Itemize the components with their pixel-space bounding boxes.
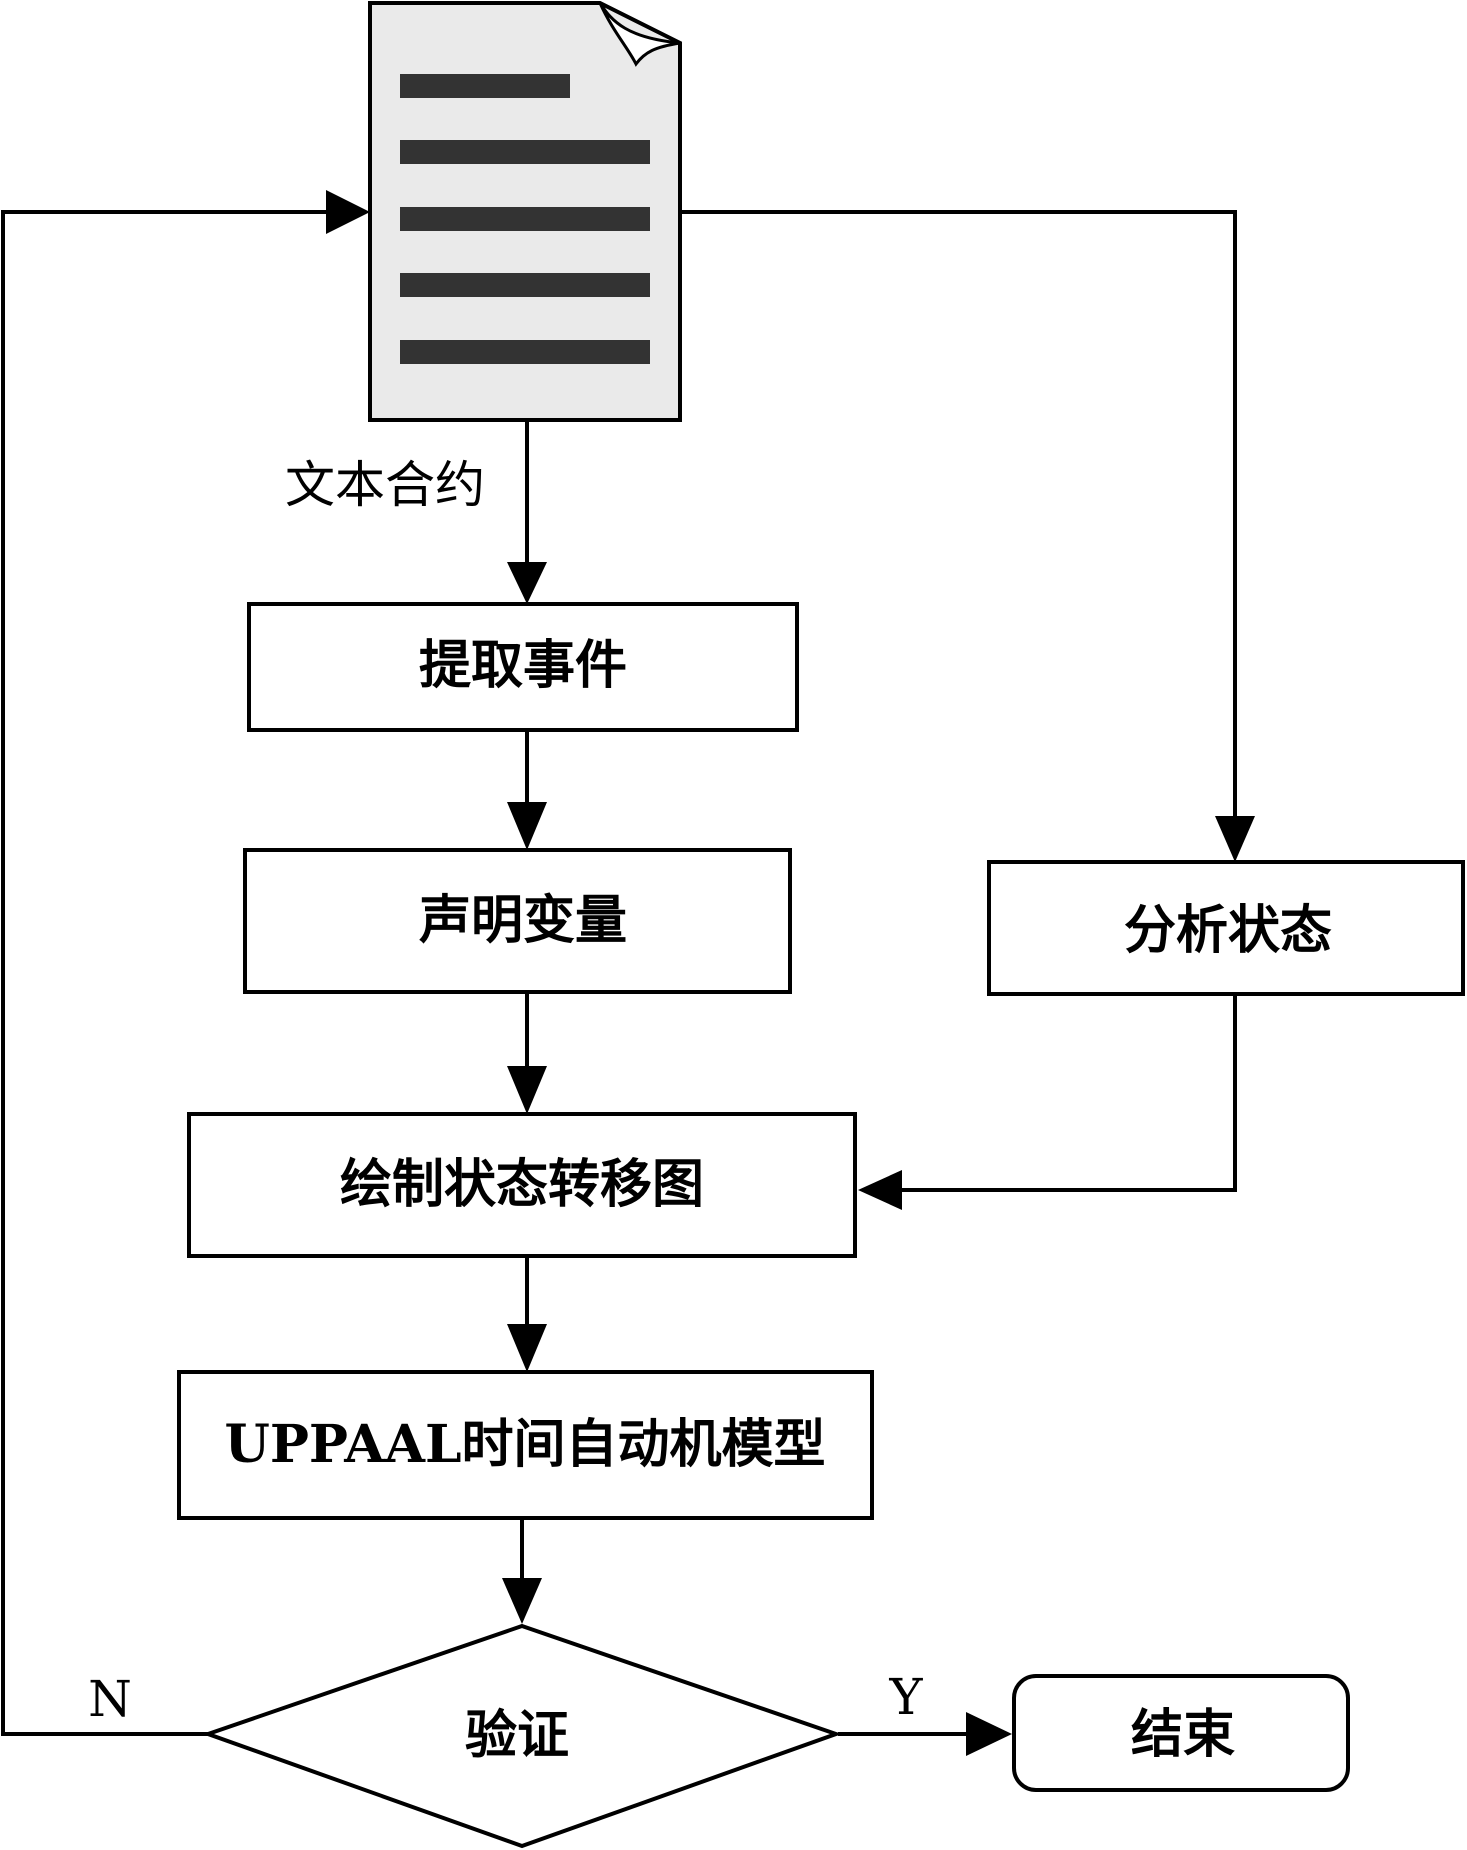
arrowhead-document-loop — [326, 190, 370, 234]
analyze-states-label: 分析状态 — [1124, 900, 1332, 961]
text-line-icon — [400, 140, 650, 164]
arrowhead-declare — [507, 802, 547, 850]
uppaal-model-box — [177, 1370, 874, 1520]
end-label: 结束 — [1131, 1704, 1235, 1765]
arrowhead-extract — [507, 562, 547, 604]
branch-no-label: N — [88, 1670, 132, 1728]
arrowhead-uppaal — [507, 1324, 547, 1372]
text-line-icon — [400, 340, 650, 364]
branch-yes-label: Y — [888, 1668, 923, 1726]
edge-verify-no-loop — [1, 210, 330, 1736]
arrowhead-verify — [502, 1578, 542, 1624]
arrowhead-analyze — [1215, 816, 1255, 862]
arrowhead-draw-right — [858, 1170, 902, 1210]
extract-events-box — [247, 602, 799, 732]
declare-variables-label: 声明变量 — [419, 890, 627, 951]
end-terminal — [1012, 1674, 1350, 1792]
verify-diamond — [201, 1623, 843, 1849]
text-line-icon — [400, 273, 650, 297]
text-line-icon — [400, 207, 650, 231]
draw-state-diagram-label: 绘制状态转移图 — [340, 1154, 704, 1215]
arrowhead-end — [966, 1712, 1012, 1756]
arrowhead-draw — [507, 1066, 547, 1114]
text-line-icon — [400, 74, 570, 98]
document-label: 文本合约 — [285, 456, 485, 514]
document-icon — [368, 1, 682, 422]
uppaal-model-label: UPPAAL时间自动机模型 — [224, 1414, 825, 1475]
edge-analyze-to-draw — [900, 994, 1237, 1192]
verify-label: 验证 — [465, 1705, 569, 1766]
edge-document-to-analyze — [680, 210, 1237, 820]
declare-variables-box — [243, 848, 792, 994]
analyze-states-box — [987, 860, 1465, 996]
draw-state-diagram-box — [187, 1112, 857, 1258]
extract-events-label: 提取事件 — [419, 635, 627, 696]
